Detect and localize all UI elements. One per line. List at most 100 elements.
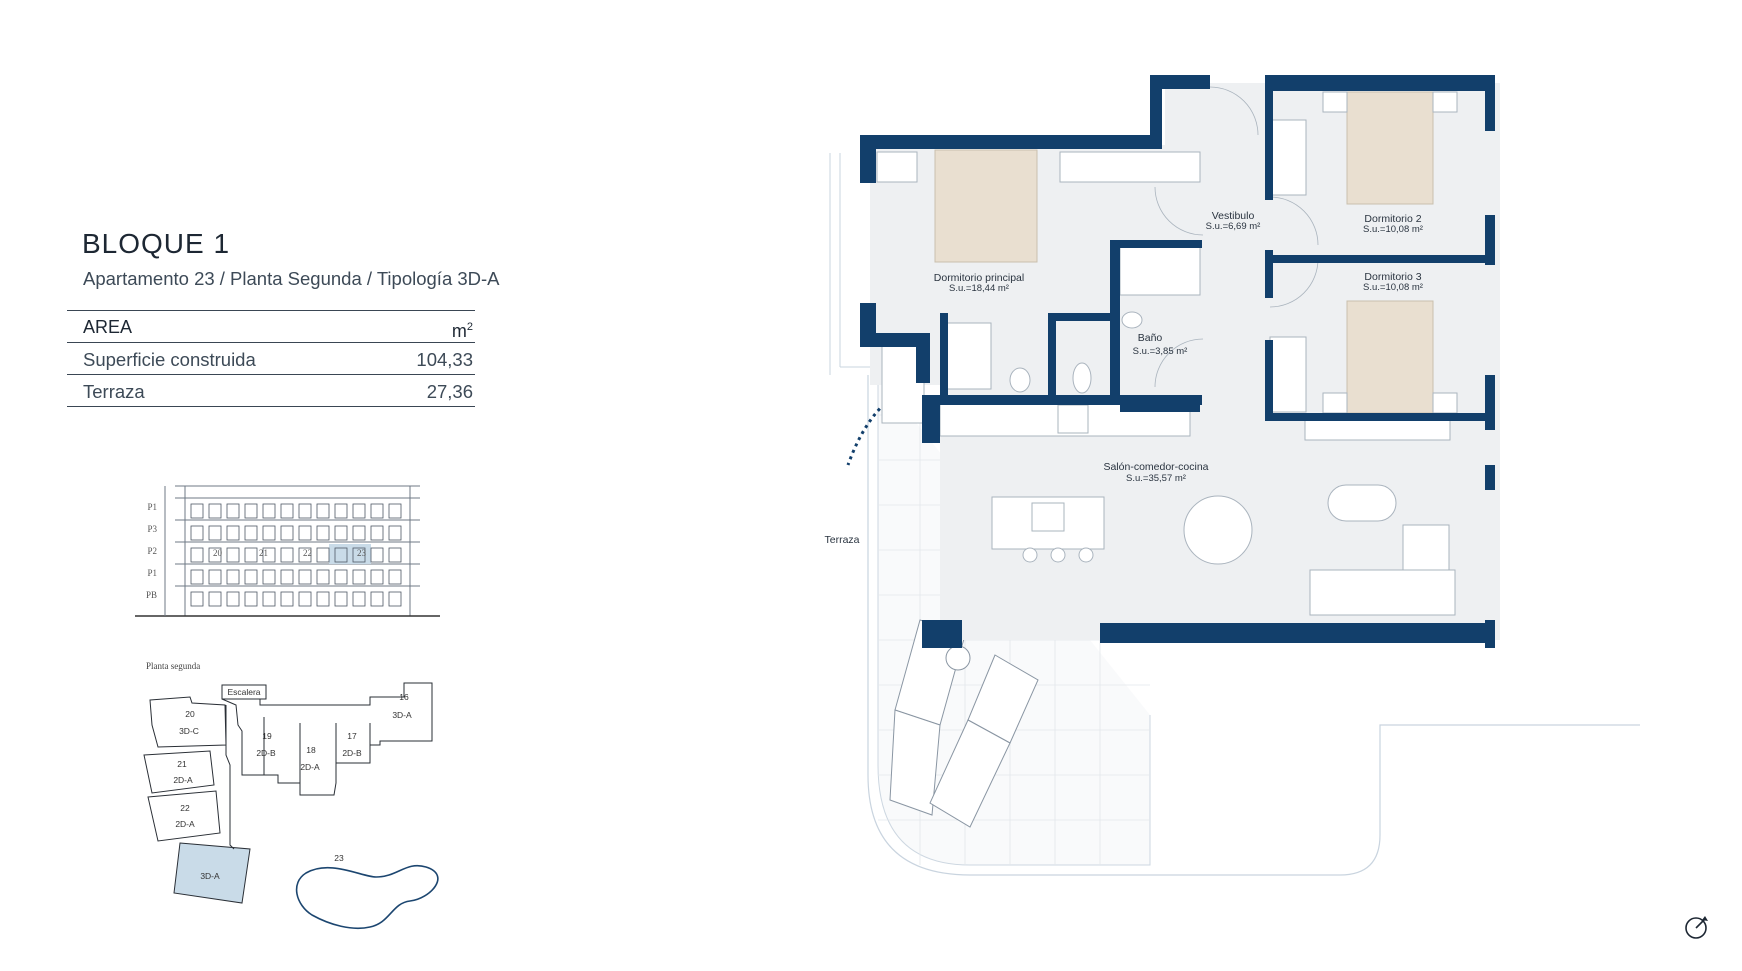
elevation-window [244, 569, 258, 585]
elevation-window [208, 547, 222, 563]
key-unit-number: 21 [177, 759, 187, 769]
elevation-window [244, 503, 258, 519]
elevation-window [388, 525, 402, 541]
room-name: Terraza [824, 534, 859, 546]
elevation-window [334, 503, 348, 519]
elevation-unit-number: 20 [213, 548, 223, 558]
elevation-window [262, 591, 276, 607]
page-subtitle: Apartamento 23 / Planta Segunda / Tipolo… [83, 268, 500, 289]
nightstand [1322, 392, 1348, 414]
key-unit-type: 2D-B [256, 748, 276, 758]
elevation-window [316, 503, 330, 519]
elevation-window [316, 547, 330, 563]
key-unit-type-highlight: 3D-A [200, 871, 220, 881]
key-unit-type: 2D-A [300, 762, 320, 772]
key-unit-number: 16 [399, 692, 409, 702]
key-unit-number: 18 [306, 745, 316, 755]
elevation-window [352, 569, 366, 585]
elevation-window [334, 591, 348, 607]
elevation-window [226, 591, 240, 607]
elevation-window [190, 503, 204, 519]
armchair [1402, 524, 1450, 571]
elevation-window [334, 569, 348, 585]
key-unit-number: 22 [180, 803, 190, 813]
shower [944, 322, 992, 390]
sink [1057, 404, 1089, 434]
bathtub [1119, 244, 1201, 296]
elevation-window [388, 591, 402, 607]
elevation-window [388, 503, 402, 519]
key-plan: Planta segunda Escalera 20 3D-C 21 2D-A … [143, 661, 439, 930]
hob [1031, 502, 1065, 532]
elevation-window [190, 525, 204, 541]
elevation-window [352, 525, 366, 541]
key-unit-number: 20 [185, 709, 195, 719]
elevation-window [226, 503, 240, 519]
elevation-window [298, 503, 312, 519]
nightstand [1432, 91, 1458, 113]
elevation-window [298, 547, 312, 563]
area-row-built: Superficie construida 104,33 [67, 343, 475, 375]
elevation-window [370, 503, 384, 519]
elevation-window [370, 525, 384, 541]
elevation-window [370, 547, 384, 563]
area-row-label: Terraza [83, 381, 145, 402]
walls [860, 75, 1495, 648]
elevation-window [298, 525, 312, 541]
compass-icon [1685, 916, 1708, 939]
key-unit-type: 2D-B [342, 748, 362, 758]
elevation-window [262, 569, 276, 585]
elevation-window [280, 591, 294, 607]
key-unit-type: 3D-C [179, 726, 199, 736]
area-row-value: 104,33 [416, 349, 473, 370]
elevation-window [244, 547, 258, 563]
key-plan-title: Planta segunda [146, 661, 200, 671]
elevation-window [316, 569, 330, 585]
elevation-window [226, 569, 240, 585]
floor-label: PB [146, 590, 157, 600]
elevation-window [334, 547, 348, 563]
elevation-window [244, 525, 258, 541]
wardrobe [1059, 151, 1201, 183]
highlighted-unit [329, 544, 371, 564]
elevation-window [298, 569, 312, 585]
elevation-window [352, 503, 366, 519]
area-row-value: 27,36 [426, 381, 473, 402]
page-title: BLOQUE 1 [82, 228, 231, 259]
elevation-window [280, 503, 294, 519]
area-header-label: AREA [83, 317, 133, 337]
elevation-window [190, 569, 204, 585]
elevation-window [226, 525, 240, 541]
room-name: Dormitorio 2 [1364, 213, 1421, 225]
dining-chair [1022, 547, 1094, 563]
area-table-header: AREA m2 [67, 311, 475, 343]
elevation-window [370, 569, 384, 585]
elevation-window [352, 591, 366, 607]
room-name: Baño [1138, 332, 1163, 344]
stair-label: Escalera [227, 687, 260, 697]
elevation-window [316, 525, 330, 541]
elevation-window [262, 503, 276, 519]
bed [934, 91, 1434, 414]
elevation-window [262, 547, 276, 563]
room-area: S.u.=10,08 m² [1363, 224, 1423, 235]
pool-outline [295, 864, 439, 930]
area-header-unit: m2 [451, 321, 473, 341]
dining-table [1183, 495, 1253, 565]
room-name: Salón-comedor-cocina [1103, 461, 1208, 473]
room-area: S.u.=3,85 m² [1133, 346, 1188, 357]
elevation-window [244, 591, 258, 607]
key-unit-type: 3D-A [392, 710, 412, 720]
room-area: S.u.=6,69 m² [1206, 221, 1261, 232]
elevation-window [208, 503, 222, 519]
elevation-window [352, 547, 366, 563]
elevation-window [388, 569, 402, 585]
toilet [1121, 311, 1143, 329]
elevation-window [262, 525, 276, 541]
sink-bowl [1009, 367, 1031, 393]
elevation-window [334, 525, 348, 541]
elevation-unit-number: 22 [303, 548, 312, 558]
tv-unit [1304, 419, 1451, 441]
key-unit-number: 19 [262, 731, 272, 741]
area-row-label: Superficie construida [83, 349, 256, 370]
